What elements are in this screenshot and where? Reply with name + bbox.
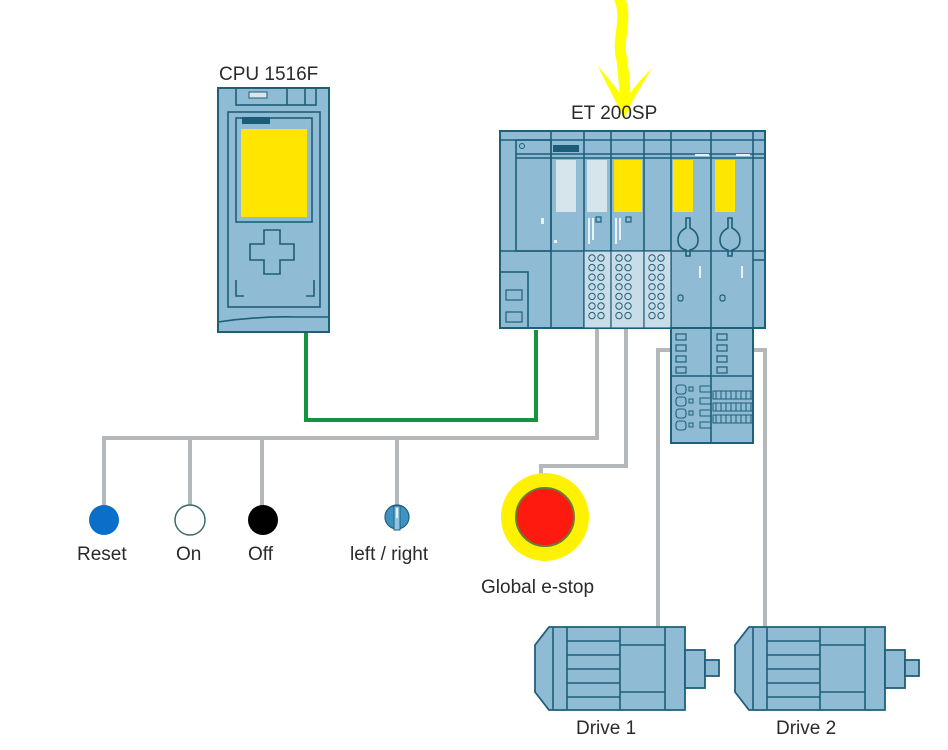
terminal-hole [657,311,665,320]
terminal-hole [624,254,632,262]
terminal-hole [624,292,632,301]
input-devices: Reset On Off left / right Global e-stop [77,473,594,598]
terminal-hole [588,273,596,281]
terminal-hole [657,273,665,281]
drive2-cable [752,348,767,628]
terminal-hole [588,311,596,320]
terminal-hole [588,302,596,310]
terminal-hole [615,273,623,281]
terminal-hole [648,302,656,310]
on-button[interactable]: On [174,504,206,565]
rotary-knob-icon [677,217,699,257]
off-button[interactable]: Off [248,505,278,565]
terminal-hole [624,283,632,291]
terminal-hole [624,311,632,320]
global-estop[interactable]: Global e-stop [481,473,594,598]
cpu-1516f[interactable]: CPU 1516F [217,64,330,333]
terminal-hole [588,254,596,262]
estop-label: Global e-stop [481,577,594,598]
cpu-status-led [242,117,270,124]
terminal-hole [597,273,605,281]
terminal-hole [597,254,605,262]
terminal-hole [624,273,632,281]
terminal-hole [615,283,623,291]
cpu-display [241,129,307,217]
terminal-hole [657,263,665,272]
on-label: On [176,544,201,565]
terminal-hole [657,254,665,262]
cpu-dpad-icon [249,229,295,275]
drive-motor-1[interactable]: Drive 1 [534,626,720,739]
f-di-module-label [614,160,642,212]
terminal-hole [615,302,623,310]
di-module-label [587,160,607,212]
terminal-hole [597,283,605,291]
terminal-hole [615,254,623,262]
terminal-hole [615,311,623,320]
cpu-label: CPU 1516F [219,64,318,85]
terminal-hole [597,302,605,310]
terminal-hole [657,292,665,301]
drive-label: Drive 1 [576,718,636,739]
input-bus-cable [102,328,599,510]
terminal-hole [648,311,656,320]
profinet-cable [304,330,538,422]
cables [102,328,767,628]
reset-label: Reset [77,544,127,565]
estop-cable [539,328,628,478]
drive-label: Drive 2 [776,718,836,739]
terminal-hole [597,292,605,301]
terminal-hole [657,283,665,291]
terminal-hole [588,263,596,272]
terminal-hole [648,292,656,301]
terminal-hole [624,302,632,310]
drive-motor-2[interactable]: Drive 2 [734,626,920,739]
selector-label: left / right [350,544,429,565]
terminal-hole [615,292,623,301]
terminal-hole [615,263,623,272]
terminal-hole [648,273,656,281]
terminal-hole [648,254,656,262]
et200sp-station[interactable]: ET 200SP [499,103,766,444]
terminal-hole [624,263,632,272]
drive1-cable [656,348,672,628]
terminal-hole [657,302,665,310]
terminal-hole [597,263,605,272]
rotary-knob-icon [719,217,741,257]
annotation-arrow-icon [598,0,652,120]
terminal-hole [597,311,605,320]
off-label: Off [248,544,274,565]
terminal-hole [648,283,656,291]
left-right-selector[interactable]: left / right [350,504,429,565]
terminal-hole [648,263,656,272]
terminal-hole [588,283,596,291]
et200sp-label: ET 200SP [571,103,657,124]
reset-button[interactable]: Reset [77,505,127,565]
terminal-hole [588,292,596,301]
